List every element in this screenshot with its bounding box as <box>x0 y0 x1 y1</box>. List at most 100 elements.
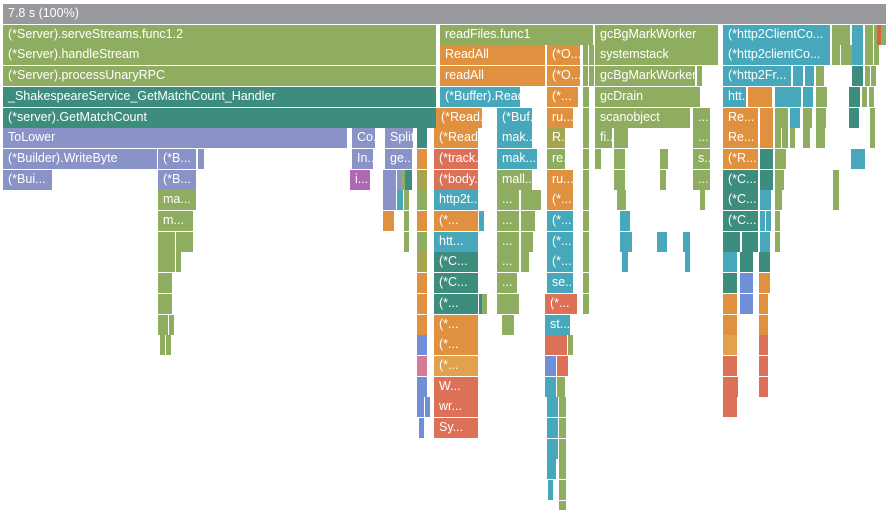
flame-frame[interactable] <box>874 45 879 65</box>
flame-frame[interactable] <box>723 294 737 314</box>
flame-frame[interactable]: s... <box>693 149 710 169</box>
flame-frame[interactable] <box>852 66 863 86</box>
flame-frame[interactable]: (*Server).processUnaryRPC <box>3 66 436 86</box>
flame-frame[interactable] <box>874 25 879 45</box>
flame-frame[interactable] <box>521 252 529 272</box>
flame-frame[interactable] <box>383 190 396 210</box>
flame-frame[interactable] <box>620 232 632 252</box>
flame-frame[interactable] <box>417 190 427 210</box>
flame-frame[interactable]: gcDrain <box>595 87 700 107</box>
flame-frame[interactable] <box>583 232 589 252</box>
flame-frame[interactable]: (*O... <box>547 66 580 86</box>
flame-frame[interactable]: (*Read... <box>434 128 478 148</box>
flame-frame[interactable]: Re... <box>723 108 758 128</box>
flame-frame[interactable]: se... <box>547 273 573 293</box>
flame-frame[interactable] <box>169 315 174 335</box>
flame-frame[interactable] <box>870 128 875 148</box>
flame-frame[interactable]: (*track... <box>434 149 478 169</box>
flame-frame[interactable] <box>521 232 533 252</box>
flame-frame[interactable] <box>766 211 771 231</box>
flame-frame[interactable] <box>845 45 850 65</box>
flame-frame[interactable] <box>158 315 168 335</box>
flame-frame[interactable] <box>723 252 737 272</box>
flame-frame[interactable] <box>697 66 702 86</box>
flame-frame[interactable] <box>865 66 870 86</box>
flame-frame[interactable] <box>176 232 181 252</box>
flame-frame[interactable] <box>821 108 826 128</box>
flame-frame[interactable]: (*... <box>434 315 478 335</box>
flame-frame[interactable] <box>583 190 589 210</box>
flame-frame[interactable] <box>775 190 782 210</box>
flame-frame[interactable] <box>404 211 409 231</box>
flame-frame[interactable]: gcBgMarkWorker.f... <box>595 66 695 86</box>
flame-frame[interactable] <box>545 356 556 376</box>
flame-frame[interactable] <box>521 190 541 210</box>
flame-frame[interactable]: (*... <box>545 294 577 314</box>
flame-frame[interactable]: ... <box>497 211 519 231</box>
flame-frame[interactable] <box>775 128 781 148</box>
flame-frame[interactable] <box>614 128 628 148</box>
flame-frame[interactable]: (*http2clientCo... <box>723 45 830 65</box>
flame-frame[interactable]: http2t... <box>434 190 478 210</box>
flame-frame[interactable]: ru... <box>547 108 573 128</box>
flame-frame[interactable] <box>617 190 626 210</box>
flame-frame[interactable]: systemstack <box>595 45 718 65</box>
flame-frame[interactable] <box>547 397 558 417</box>
flame-frame[interactable] <box>405 170 412 190</box>
flame-frame[interactable] <box>158 252 175 272</box>
flame-frame[interactable] <box>862 87 867 107</box>
flame-frame[interactable] <box>404 190 409 210</box>
flame-frame[interactable] <box>803 128 810 148</box>
flame-frame[interactable]: ru... <box>547 170 573 190</box>
flame-frame[interactable]: ... <box>497 273 517 293</box>
flame-frame[interactable]: In... <box>352 149 373 169</box>
flame-frame[interactable]: (*Server).serveStreams.func1.2 <box>3 25 436 45</box>
flame-frame[interactable]: readFiles.func1 <box>440 25 593 45</box>
flame-frame[interactable] <box>158 232 175 252</box>
flame-frame[interactable] <box>545 335 567 355</box>
flame-frame[interactable] <box>417 273 427 293</box>
flame-frame[interactable] <box>557 377 565 397</box>
flame-frame[interactable]: wr... <box>434 397 478 417</box>
flame-frame[interactable]: (*R... <box>723 149 758 169</box>
flame-frame[interactable] <box>832 45 840 65</box>
flame-frame[interactable]: (*Server).handleStream <box>3 45 436 65</box>
flame-frame[interactable]: (*Builder).WriteByte <box>3 149 157 169</box>
flame-frame[interactable]: (*... <box>547 211 573 231</box>
flame-frame[interactable]: (*body... <box>434 170 478 190</box>
flame-frame[interactable] <box>179 232 184 252</box>
flame-frame[interactable] <box>583 128 589 148</box>
flame-frame[interactable]: m... <box>158 211 193 231</box>
flame-frame[interactable] <box>417 397 424 417</box>
flame-frame[interactable] <box>589 66 594 86</box>
flame-frame[interactable] <box>502 315 514 335</box>
flame-frame[interactable] <box>482 294 487 314</box>
flame-frame[interactable] <box>723 397 737 417</box>
flame-frame[interactable] <box>820 128 825 148</box>
flame-frame[interactable] <box>401 170 406 190</box>
flame-frame[interactable] <box>790 128 795 148</box>
flame-frame[interactable] <box>833 170 839 190</box>
flame-frame[interactable]: (*C... <box>723 211 758 231</box>
flame-frame[interactable] <box>803 108 812 128</box>
flame-frame[interactable] <box>583 149 589 169</box>
flame-frame[interactable]: Sy... <box>434 418 478 438</box>
flame-frame[interactable] <box>877 25 882 45</box>
flame-frame[interactable] <box>760 170 773 190</box>
flame-frame[interactable] <box>185 232 190 252</box>
flame-frame[interactable]: (*Buffer).ReadF... <box>440 87 520 107</box>
flame-frame[interactable] <box>723 335 737 355</box>
flame-frame[interactable] <box>404 232 409 252</box>
flame-frame[interactable] <box>723 377 738 397</box>
flame-frame[interactable] <box>583 170 589 190</box>
flame-frame[interactable]: (*... <box>547 87 578 107</box>
flame-frame[interactable] <box>782 128 788 148</box>
flame-frame[interactable]: ... <box>497 232 519 252</box>
flame-frame[interactable] <box>417 149 427 169</box>
flame-frame[interactable] <box>583 66 588 86</box>
flame-frame[interactable] <box>803 87 813 107</box>
flame-frame[interactable] <box>759 356 768 376</box>
flame-frame[interactable] <box>871 66 876 86</box>
flame-frame[interactable] <box>557 356 568 376</box>
flame-frame[interactable] <box>383 211 394 231</box>
